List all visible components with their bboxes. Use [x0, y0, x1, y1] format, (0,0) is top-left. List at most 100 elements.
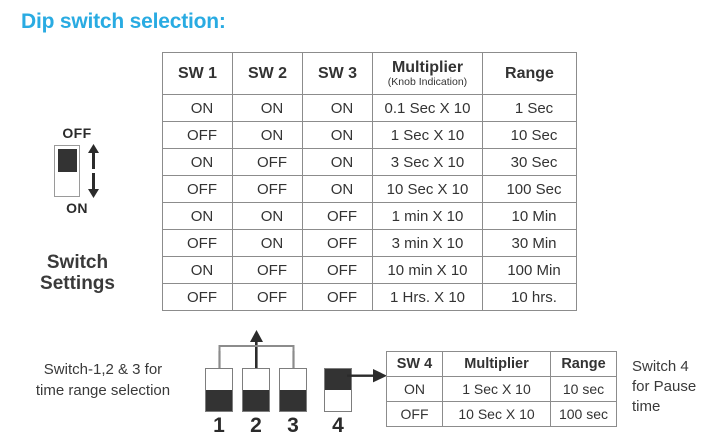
- cell-range: 100 Min: [482, 256, 577, 284]
- dip-switch-1[interactable]: [205, 368, 233, 412]
- dip-switch-label-2: 2: [250, 414, 262, 437]
- arrow-right-icon: [347, 369, 387, 383]
- header-sw1: SW 1: [162, 52, 233, 95]
- cell-sw1: OFF: [162, 175, 233, 203]
- cell-range: 1 Sec: [482, 94, 577, 122]
- right-caption-line1: Switch 4: [632, 358, 689, 375]
- cell-sw2: OFF: [232, 283, 303, 311]
- switch-orientation-legend: OFF ON: [0, 125, 160, 216]
- cell-multiplier: 0.1 Sec X 10: [372, 94, 483, 122]
- cell-range: 10 Sec: [482, 121, 577, 149]
- cell-sw3: ON: [302, 148, 373, 176]
- sw4-cell-multiplier: 10 Sec X 10: [442, 401, 551, 427]
- cell-sw3: OFF: [302, 202, 373, 230]
- dip-switch-bank: 1 2 3 4: [205, 330, 365, 442]
- header-sw4-range: Range: [550, 351, 617, 377]
- header-sw3: SW 3: [302, 52, 373, 95]
- right-caption-line3: time: [632, 397, 661, 415]
- time-range-table: SW 1 SW 2 SW 3 Multiplier (Knob Indicati…: [162, 52, 577, 311]
- bottom-caption-line1: Switch-1,2 & 3 for: [43, 361, 163, 378]
- cell-range: 30 Sec: [482, 148, 577, 176]
- cell-range: 100 Sec: [482, 175, 577, 203]
- cell-sw1: ON: [162, 256, 233, 284]
- header-sw4: SW 4: [386, 351, 443, 377]
- header-multiplier-main: Multiplier: [391, 59, 464, 76]
- cell-sw1: ON: [162, 148, 233, 176]
- right-caption-line2: for Pause: [632, 377, 697, 395]
- legend-switch-row: [0, 144, 160, 198]
- cell-sw3: OFF: [302, 229, 373, 257]
- legend-on-label: ON: [66, 200, 88, 216]
- cell-multiplier: 10 Sec X 10: [372, 175, 483, 203]
- cell-sw3: OFF: [302, 283, 373, 311]
- cell-sw2: ON: [232, 229, 303, 257]
- cell-range: 10 hrs.: [482, 283, 577, 311]
- cell-multiplier: 3 min X 10: [372, 229, 483, 257]
- dip-switch-label-1: 1: [213, 414, 225, 437]
- table-header-row: SW 1 SW 2 SW 3 Multiplier (Knob Indicati…: [162, 52, 577, 95]
- dip-switch-3-top: [280, 369, 306, 390]
- header-sw2: SW 2: [232, 52, 303, 95]
- cell-sw1: ON: [162, 94, 233, 122]
- sw4-cell-multiplier: 1 Sec X 10: [442, 376, 551, 402]
- cell-sw2: OFF: [232, 175, 303, 203]
- cell-sw2: ON: [232, 94, 303, 122]
- dip-switch-2-bottom: [243, 390, 269, 411]
- header-range: Range: [482, 52, 577, 95]
- cell-sw2: OFF: [232, 256, 303, 284]
- dip-switch-2-top: [243, 369, 269, 390]
- legend-arrows: [87, 144, 100, 198]
- dip-switch-3[interactable]: [279, 368, 307, 412]
- dip-switch-1-bottom: [206, 390, 232, 411]
- cell-sw3: OFF: [302, 256, 373, 284]
- cell-sw3: ON: [302, 175, 373, 203]
- switch-nub: [58, 149, 77, 172]
- cell-sw1: OFF: [162, 229, 233, 257]
- dip-switch-2[interactable]: [242, 368, 270, 412]
- cell-multiplier: 1 Sec X 10: [372, 121, 483, 149]
- arrow-down-icon: [88, 173, 99, 198]
- sw4-cell-range: 10 sec: [550, 376, 617, 402]
- cell-sw2: ON: [232, 202, 303, 230]
- arrow-up-icon: [88, 144, 99, 169]
- dip-switch-4-bottom: [325, 390, 351, 411]
- cell-multiplier: 3 Sec X 10: [372, 148, 483, 176]
- cell-range: 30 Min: [482, 229, 577, 257]
- cell-sw2: ON: [232, 121, 303, 149]
- sw4-header-row: SW 4 Multiplier Range: [386, 351, 617, 377]
- cell-multiplier: 1 Hrs. X 10: [372, 283, 483, 311]
- switch-settings-caption: Switch Settings: [0, 252, 155, 295]
- switch-settings-line1: Switch: [46, 252, 109, 273]
- cell-sw1: OFF: [162, 121, 233, 149]
- page-title: Dip switch selection:: [21, 10, 226, 33]
- cell-multiplier: 1 min X 10: [372, 202, 483, 230]
- dip-switch-1-top: [206, 369, 232, 390]
- cell-sw3: ON: [302, 121, 373, 149]
- dip-switch-label-3: 3: [287, 414, 299, 437]
- sw4-cell-sw4: OFF: [386, 401, 443, 427]
- bracket-arrow-up-icon: [218, 330, 295, 368]
- time-range-selection-caption: Switch-1,2 & 3 for time range selection: [8, 360, 198, 401]
- dip-switch-label-4: 4: [332, 414, 344, 437]
- dip-switch-4-top: [325, 369, 351, 390]
- header-multiplier-sub: (Knob Indication): [387, 76, 468, 88]
- sw4-cell-range: 100 sec: [550, 401, 617, 427]
- bottom-caption-line2: time range selection: [35, 381, 171, 399]
- cell-multiplier: 10 min X 10: [372, 256, 483, 284]
- dip-switch-3-bottom: [280, 390, 306, 411]
- switch-settings-line2: Settings: [40, 273, 115, 295]
- pause-time-caption: Switch 4 for Pause time: [632, 357, 724, 417]
- sw4-cell-sw4: ON: [386, 376, 443, 402]
